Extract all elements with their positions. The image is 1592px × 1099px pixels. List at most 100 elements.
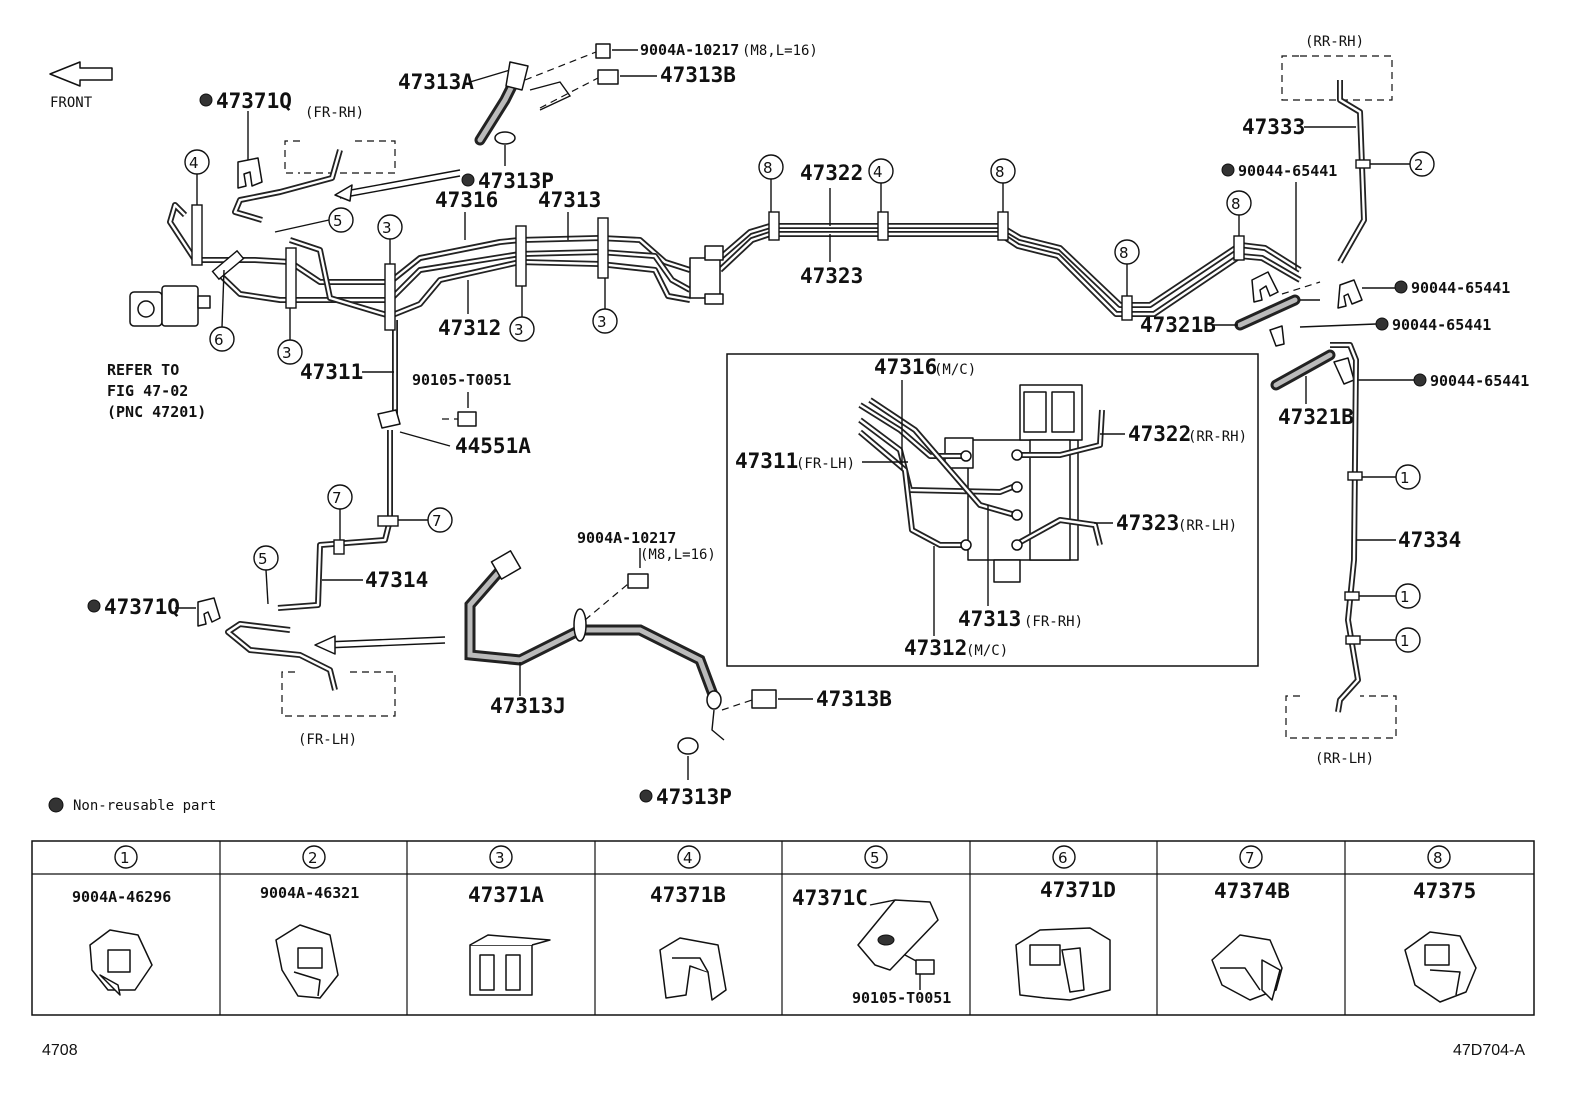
refer-pnc-label: (PNC 47201) bbox=[107, 403, 206, 421]
legend-num-4: 4 bbox=[683, 849, 693, 867]
inset-47316: 47316 bbox=[874, 355, 937, 379]
legend-part-6: 47371D bbox=[1040, 878, 1116, 902]
clip-icon-3 bbox=[469, 934, 551, 996]
non-reusable-label: Non-reusable part bbox=[73, 798, 216, 814]
svg-text:6: 6 bbox=[214, 331, 224, 349]
footer-right: 47D704-A bbox=[1453, 1042, 1525, 1059]
svg-text:8: 8 bbox=[995, 163, 1005, 181]
part-47312: 47312 bbox=[438, 316, 501, 340]
svg-text:3: 3 bbox=[282, 344, 292, 362]
legend-part-7: 47374B bbox=[1214, 879, 1290, 903]
part-44551a: 44551A bbox=[455, 434, 531, 458]
part-47313b-bot: 47313B bbox=[816, 687, 892, 711]
svg-text:7: 7 bbox=[332, 489, 342, 507]
part-47313p-bot: 47313P bbox=[656, 785, 732, 809]
clip-icon-7 bbox=[1211, 934, 1283, 1001]
inset-47313-tag: (FR-RH) bbox=[1024, 614, 1083, 630]
legend-num-1: 1 bbox=[120, 849, 130, 867]
legend-part-3: 47371A bbox=[468, 883, 544, 907]
part-90044-b: 90044-65441 bbox=[1411, 279, 1510, 297]
legend-num-3: 3 bbox=[495, 849, 505, 867]
legend-num-6: 6 bbox=[1058, 849, 1068, 867]
inset-47322: 47322 bbox=[1128, 422, 1191, 446]
part-47334: 47334 bbox=[1398, 528, 1461, 552]
part-47371q-top: 47371Q bbox=[216, 89, 292, 113]
inset-47312: 47312 bbox=[904, 636, 967, 660]
legend-part-5: 47371C bbox=[792, 886, 868, 910]
part-47333: 47333 bbox=[1242, 115, 1305, 139]
part-47371q-bot: 47371Q bbox=[104, 595, 180, 619]
rr-rh-label: (RR-RH) bbox=[1305, 34, 1364, 50]
legend-num-7: 7 bbox=[1245, 849, 1255, 867]
part-47313j: 47313J bbox=[490, 694, 566, 718]
legend-num-8: 8 bbox=[1433, 849, 1443, 867]
part-47311: 47311 bbox=[300, 360, 363, 384]
legend-part-1: 9004A-46296 bbox=[72, 888, 171, 906]
inset-47322-tag: (RR-RH) bbox=[1188, 429, 1247, 445]
refer-to-label: REFER TO bbox=[107, 361, 179, 379]
inset-47316-tag: (M/C) bbox=[934, 362, 976, 378]
front-label: FRONT bbox=[50, 95, 93, 111]
part-47314: 47314 bbox=[365, 568, 428, 592]
master-cylinder-icon bbox=[129, 285, 211, 327]
svg-text:8: 8 bbox=[1231, 195, 1241, 213]
inset-47311: 47311 bbox=[735, 449, 798, 473]
inset-47323-tag: (RR-LH) bbox=[1178, 518, 1237, 534]
fr-rh-label: (FR-RH) bbox=[305, 105, 364, 121]
svg-text:4: 4 bbox=[873, 163, 883, 181]
inset-detail-box bbox=[726, 353, 1259, 667]
front-arrow-icon bbox=[49, 61, 113, 87]
svg-text:1: 1 bbox=[1400, 632, 1410, 650]
rr-lh-label: (RR-LH) bbox=[1315, 751, 1374, 767]
clip-icon-8 bbox=[1404, 931, 1477, 1003]
svg-text:5: 5 bbox=[333, 212, 343, 230]
svg-text:3: 3 bbox=[597, 313, 607, 331]
part-9004a-top: 9004A-10217 bbox=[640, 41, 739, 59]
inset-47313: 47313 bbox=[958, 607, 1021, 631]
svg-text:2: 2 bbox=[1414, 156, 1424, 174]
svg-text:1: 1 bbox=[1400, 588, 1410, 606]
svg-text:8: 8 bbox=[1119, 244, 1129, 262]
svg-text:1: 1 bbox=[1400, 469, 1410, 487]
footer-left: 4708 bbox=[42, 1042, 78, 1059]
svg-text:3: 3 bbox=[514, 321, 524, 339]
part-47313: 47313 bbox=[538, 188, 601, 212]
part-90044-d: 90044-65441 bbox=[1430, 372, 1529, 390]
inset-47311-tag: (FR-LH) bbox=[796, 456, 855, 472]
callout-markers: 4 5 6 3 3 3 3 8 4 8 8 8 bbox=[184, 149, 1252, 365]
refer-fig-label: FIG 47-02 bbox=[107, 382, 188, 400]
part-9004a-top-spec: (M8,L=16) bbox=[742, 43, 818, 59]
clip-legend-table bbox=[31, 840, 1535, 1016]
inset-47312-tag: (M/C) bbox=[966, 643, 1008, 659]
part-47322: 47322 bbox=[800, 161, 863, 185]
svg-text:5: 5 bbox=[258, 550, 268, 568]
legend-num-5: 5 bbox=[870, 849, 880, 867]
part-47313b-top: 47313B bbox=[660, 63, 736, 87]
part-47313p-top: 47313P bbox=[478, 169, 554, 193]
legend-num-2: 2 bbox=[308, 849, 318, 867]
legend-part-2: 9004A-46321 bbox=[260, 884, 359, 902]
clip-icon-4 bbox=[659, 937, 727, 1001]
part-9004a-mid: 9004A-10217 bbox=[577, 529, 676, 547]
legend-part-4: 47371B bbox=[650, 883, 726, 907]
clip-icon-5 bbox=[857, 899, 939, 990]
part-47316: 47316 bbox=[435, 188, 498, 212]
clip-icon-1 bbox=[89, 929, 153, 996]
legend-part-5-extra: 90105-T0051 bbox=[852, 989, 951, 1007]
main-pipe-bundle bbox=[167, 202, 1302, 420]
part-90044-c: 90044-65441 bbox=[1392, 316, 1491, 334]
fr-lh-label: (FR-LH) bbox=[298, 732, 357, 748]
clip-icon-6 bbox=[1015, 927, 1111, 1001]
svg-text:8: 8 bbox=[763, 159, 773, 177]
part-90044-a: 90044-65441 bbox=[1238, 162, 1337, 180]
legend-part-8: 47375 bbox=[1413, 879, 1476, 903]
part-9004a-mid-spec: (M8,L=16) bbox=[640, 547, 716, 563]
svg-text:7: 7 bbox=[432, 512, 442, 530]
clip-icon-2 bbox=[275, 924, 339, 999]
svg-text:3: 3 bbox=[382, 219, 392, 237]
part-90105: 90105-T0051 bbox=[412, 371, 511, 389]
part-47321b-a: 47321B bbox=[1140, 313, 1216, 337]
inset-47323: 47323 bbox=[1116, 511, 1179, 535]
part-47323: 47323 bbox=[800, 264, 863, 288]
